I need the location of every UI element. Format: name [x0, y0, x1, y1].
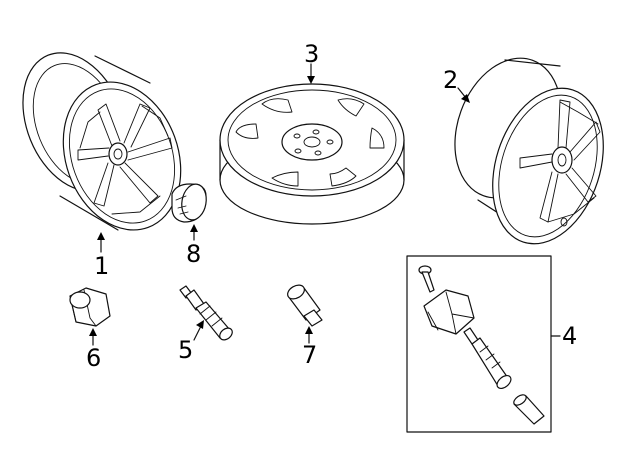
- part-4-tpms-sensor-kit: [406, 255, 561, 433]
- callout-4: 4: [562, 322, 577, 350]
- callout-3: 3: [304, 40, 319, 68]
- part-5-valve-stem: [179, 285, 233, 341]
- callout-6: 6: [86, 344, 101, 372]
- callout-1: 1: [94, 252, 109, 280]
- callout-5: 5: [178, 336, 193, 364]
- leader-lines: [89, 63, 470, 346]
- part-2-alloy-wheel: [454, 57, 604, 245]
- part-7-valve-cap: [287, 284, 323, 327]
- callout-8: 8: [186, 240, 201, 268]
- callout-2: 2: [443, 66, 458, 94]
- part-8-center-cap: [171, 183, 207, 223]
- part-6-lug-nut: [69, 287, 111, 327]
- part-1-alloy-wheel: [22, 52, 182, 231]
- callout-7: 7: [302, 341, 317, 369]
- part-3-steel-wheel: [219, 83, 405, 225]
